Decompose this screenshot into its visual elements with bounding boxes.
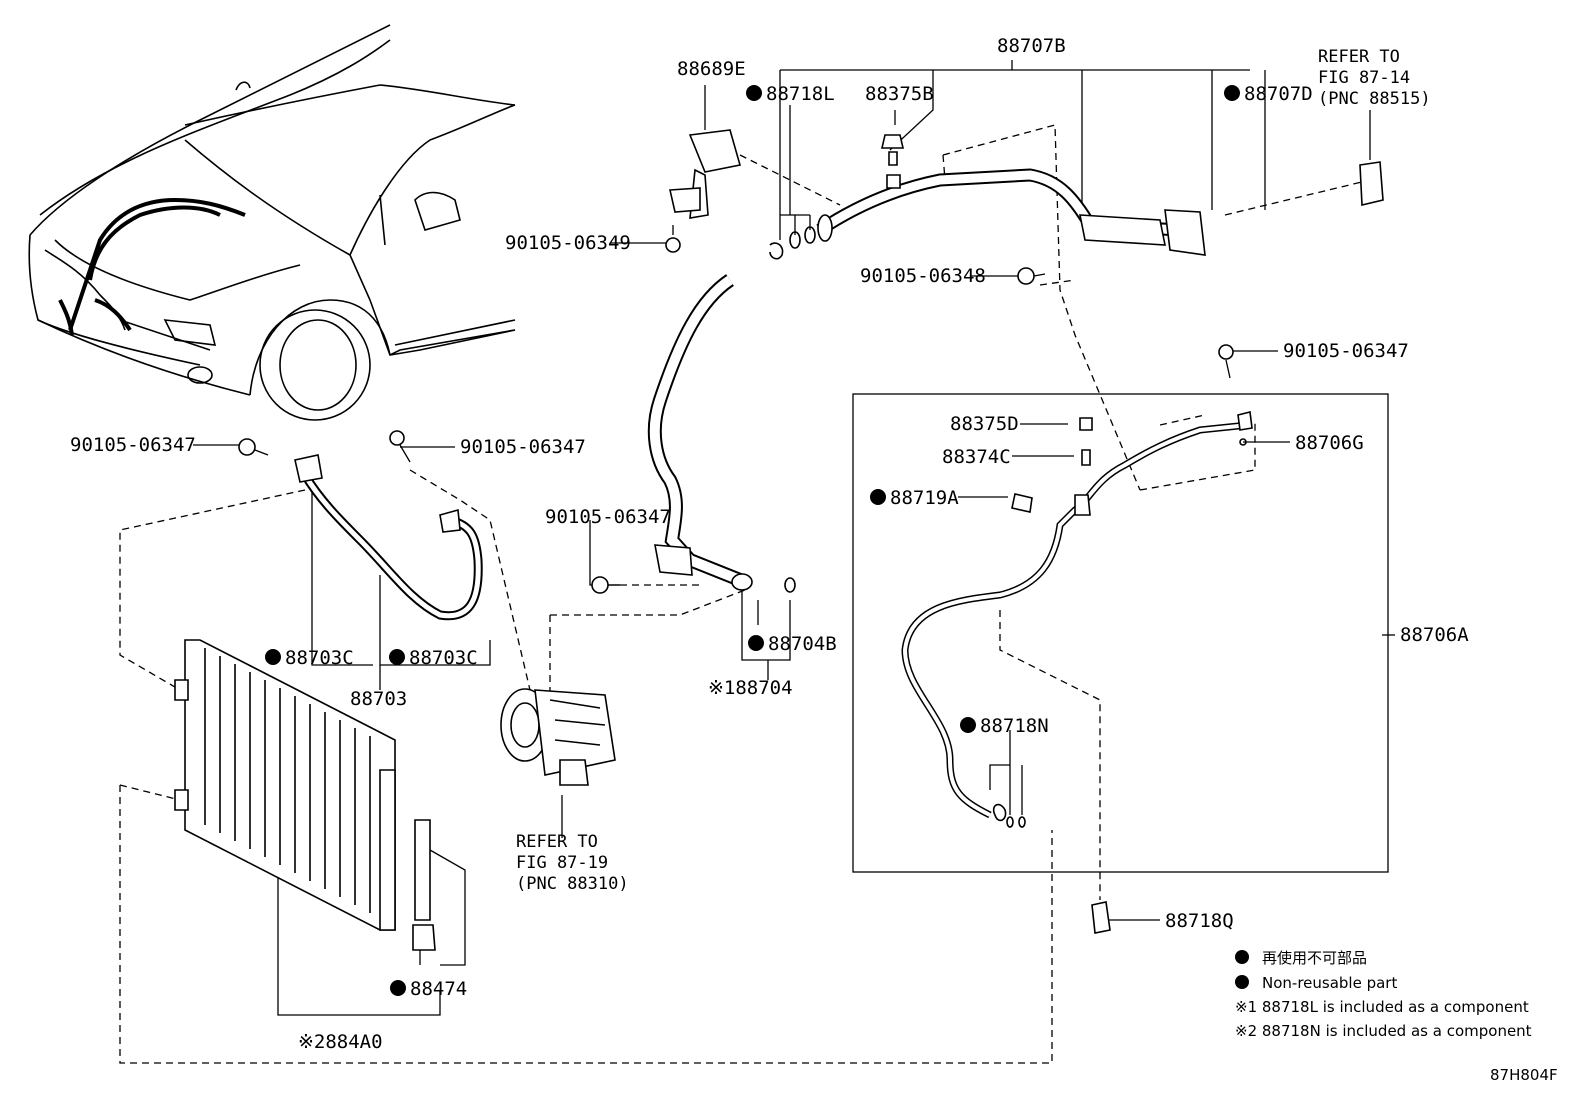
label-88718q: 88718Q [1165, 910, 1234, 932]
nonreusable-dot [390, 980, 406, 996]
legend-note-2: ※2 88718N is included as a component [1235, 1022, 1532, 1040]
bolt-90105-06349 [665, 225, 681, 253]
label-88718n: 88718N [980, 715, 1049, 737]
ref-line: FIG 87-14 [1318, 68, 1410, 88]
nonreusable-dot [748, 635, 764, 651]
bolt-90105-06347-mid [389, 430, 411, 463]
condenser [174, 639, 396, 931]
legend-note-1: ※1 88718L is included as a component [1235, 998, 1529, 1016]
label-88707b: 88707B [997, 35, 1066, 57]
label-88706a: 88706A [1400, 624, 1469, 646]
label-88704b: 88704B [768, 633, 837, 655]
legend-dot-en [1235, 975, 1249, 989]
legend-dot-jp [1235, 950, 1249, 964]
dryer-filter [412, 819, 436, 951]
label-88375d: 88375D [950, 413, 1019, 435]
ref-line: FIG 87-19 [516, 853, 608, 873]
label-88689e: 88689E [677, 58, 746, 80]
ref-line: REFER TO [1318, 47, 1400, 67]
label-88718l: 88718L [766, 83, 835, 105]
nonreusable-dot [746, 85, 762, 101]
bolt-90105-06347-left [238, 438, 269, 456]
bolt-90105-06348 [1017, 267, 1046, 285]
label-88719a: 88719A [890, 487, 959, 509]
parts [174, 129, 1384, 951]
ref-line: (PNC 88310) [516, 874, 629, 894]
legend: 再使用不可部品 Non-reusable part ※1 88718L is i… [1235, 949, 1558, 1084]
label-88703c-a: 88703C [285, 647, 354, 669]
legend-nonreusable-jp: 再使用不可部品 [1262, 949, 1367, 967]
label-884a0: ※2884A0 [298, 1031, 383, 1053]
label-88374c: 88374C [942, 446, 1011, 468]
nonreusable-dot [1224, 85, 1240, 101]
label-88375b: 88375B [865, 83, 934, 105]
legend-nonreusable-en: Non-reusable part [1262, 974, 1397, 992]
ref-line: (PNC 88515) [1318, 89, 1431, 109]
leader-lines [193, 60, 1395, 1016]
nonreusable-dot [870, 489, 886, 505]
label-90105-06349: 90105-06349 [505, 232, 631, 254]
label-90105-06347-center: 90105-06347 [545, 506, 671, 528]
label-90105-06347-right: 90105-06347 [1283, 340, 1409, 362]
nonreusable-dot [960, 717, 976, 733]
label-88706g: 88706G [1295, 432, 1364, 454]
label-88707d: 88707D [1244, 83, 1313, 105]
vehicle-illustration [28, 24, 516, 421]
dashed-assembly-lines [119, 124, 1371, 1064]
label-88703: 88703 [350, 688, 407, 710]
label-90105-06348: 90105-06348 [860, 265, 986, 287]
label-88703c-b: 88703C [409, 647, 478, 669]
figure-code: 87H804F [1490, 1066, 1558, 1084]
label-90105-06347-left: 90105-06347 [70, 434, 196, 456]
ref-line: REFER TO [516, 832, 598, 852]
bolt-90105-06347-right [1218, 344, 1234, 379]
nonreusable-dot [265, 649, 281, 665]
label-88474: 88474 [410, 978, 467, 1000]
bolt-90105-06347-center [591, 576, 620, 594]
nonreusable-dot [389, 649, 405, 665]
compressor [500, 688, 616, 786]
text-labels: 88707B 88689E 88718L 88375B 88707D 90105… [70, 35, 1469, 1053]
label-88704: ※188704 [708, 677, 793, 699]
label-90105-06347-mid: 90105-06347 [460, 436, 586, 458]
